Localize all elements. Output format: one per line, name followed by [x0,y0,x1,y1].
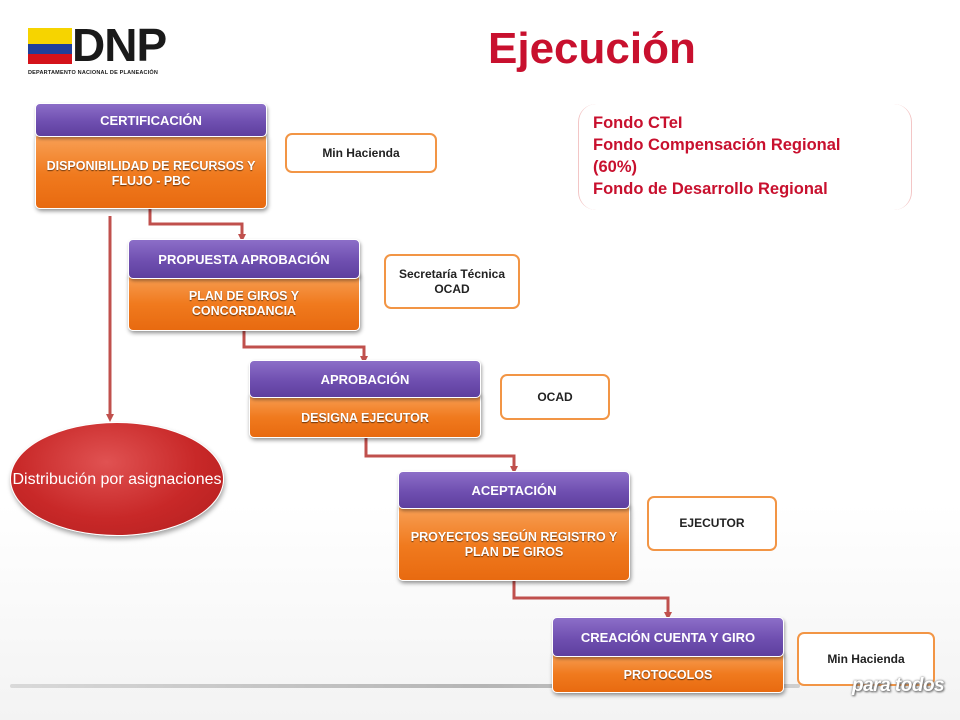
distribution-ellipse: Distribución por asignaciones [10,422,224,536]
fund-item: Fondo CTeI [593,114,683,132]
step-5-header: CREACIÓN CUENTA Y GIRO [552,617,784,657]
logo-subtitle: DEPARTAMENTO NACIONAL DE PLANEACIÓN [28,70,159,76]
step-5-responsible: Min Hacienda [797,632,935,686]
step-1-header: CERTIFICACIÓN [35,103,267,137]
step-2-body: PLAN DE GIROS Y CONCORDANCIA [128,271,360,331]
connector-3-4 [364,437,518,474]
step-3-header: APROBACIÓN [249,360,481,398]
step-1-body: DISPONIBILIDAD DE RECURSOS Y FLUJO - PBC [35,133,267,209]
step-4-header: ACEPTACIÓN [398,471,630,509]
colombia-flag-icon [28,28,72,64]
step-4-body: PROYECTOS SEGÚN REGISTRO Y PLAN DE GIROS [398,503,630,581]
step-1-responsible: Min Hacienda [285,133,437,173]
fund-item: Fondo Compensación Regional [593,136,841,154]
step-3-responsible: OCAD [500,374,610,420]
footer-tagline: para todos [852,675,945,696]
step-5-body: PROTOCOLOS [552,651,784,693]
connector-4-5 [512,580,672,620]
step-4-responsible: EJECUTOR [647,496,777,551]
logo-text: DNP [72,19,167,71]
step-2-responsible: Secretaría Técnica OCAD [384,254,520,309]
step-2-header: PROPUESTA APROBACIÓN [128,239,360,279]
fund-item: (60%) [593,158,638,176]
page-title: Ejecución [488,24,696,73]
funds-box: Fondo CTeI Fondo Compensación Regional (… [578,104,912,210]
dnp-logo: DNP DEPARTAMENTO NACIONAL DE PLANEACIÓN [28,19,188,76]
fund-item: Fondo de Desarrollo Regional [593,180,828,198]
footer-divider [10,684,800,688]
step-3-body: DESIGNA EJECUTOR [249,392,481,438]
connector-1-2 [148,207,246,242]
connector-2-3 [242,330,368,364]
